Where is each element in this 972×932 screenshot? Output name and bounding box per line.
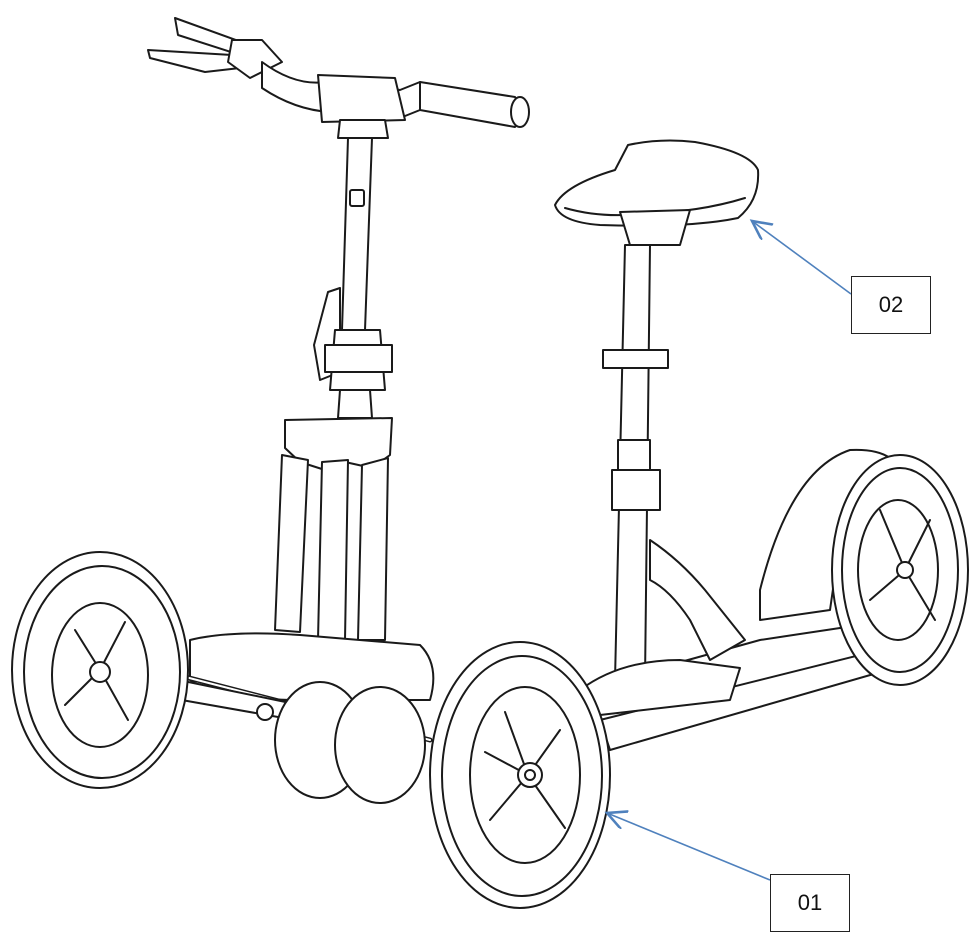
callout-label-01-text: 01	[797, 890, 823, 915]
rear-right-wheel	[831, 454, 969, 686]
seat-post	[602, 244, 669, 681]
callout-label-01: 01	[770, 874, 850, 932]
front-left-wheel	[11, 551, 189, 789]
front-right-wheel	[429, 641, 611, 909]
steering-column	[313, 119, 393, 419]
chassis	[189, 539, 906, 751]
callout-label-02: 02	[851, 276, 931, 334]
seat	[554, 139, 760, 246]
callout-arrow-02	[752, 221, 852, 295]
callout-label-02-text: 02	[878, 292, 904, 317]
callout-arrow-01	[607, 813, 771, 881]
handlebar	[147, 17, 530, 128]
front-fork	[274, 417, 393, 641]
front-center-drums	[274, 681, 426, 804]
